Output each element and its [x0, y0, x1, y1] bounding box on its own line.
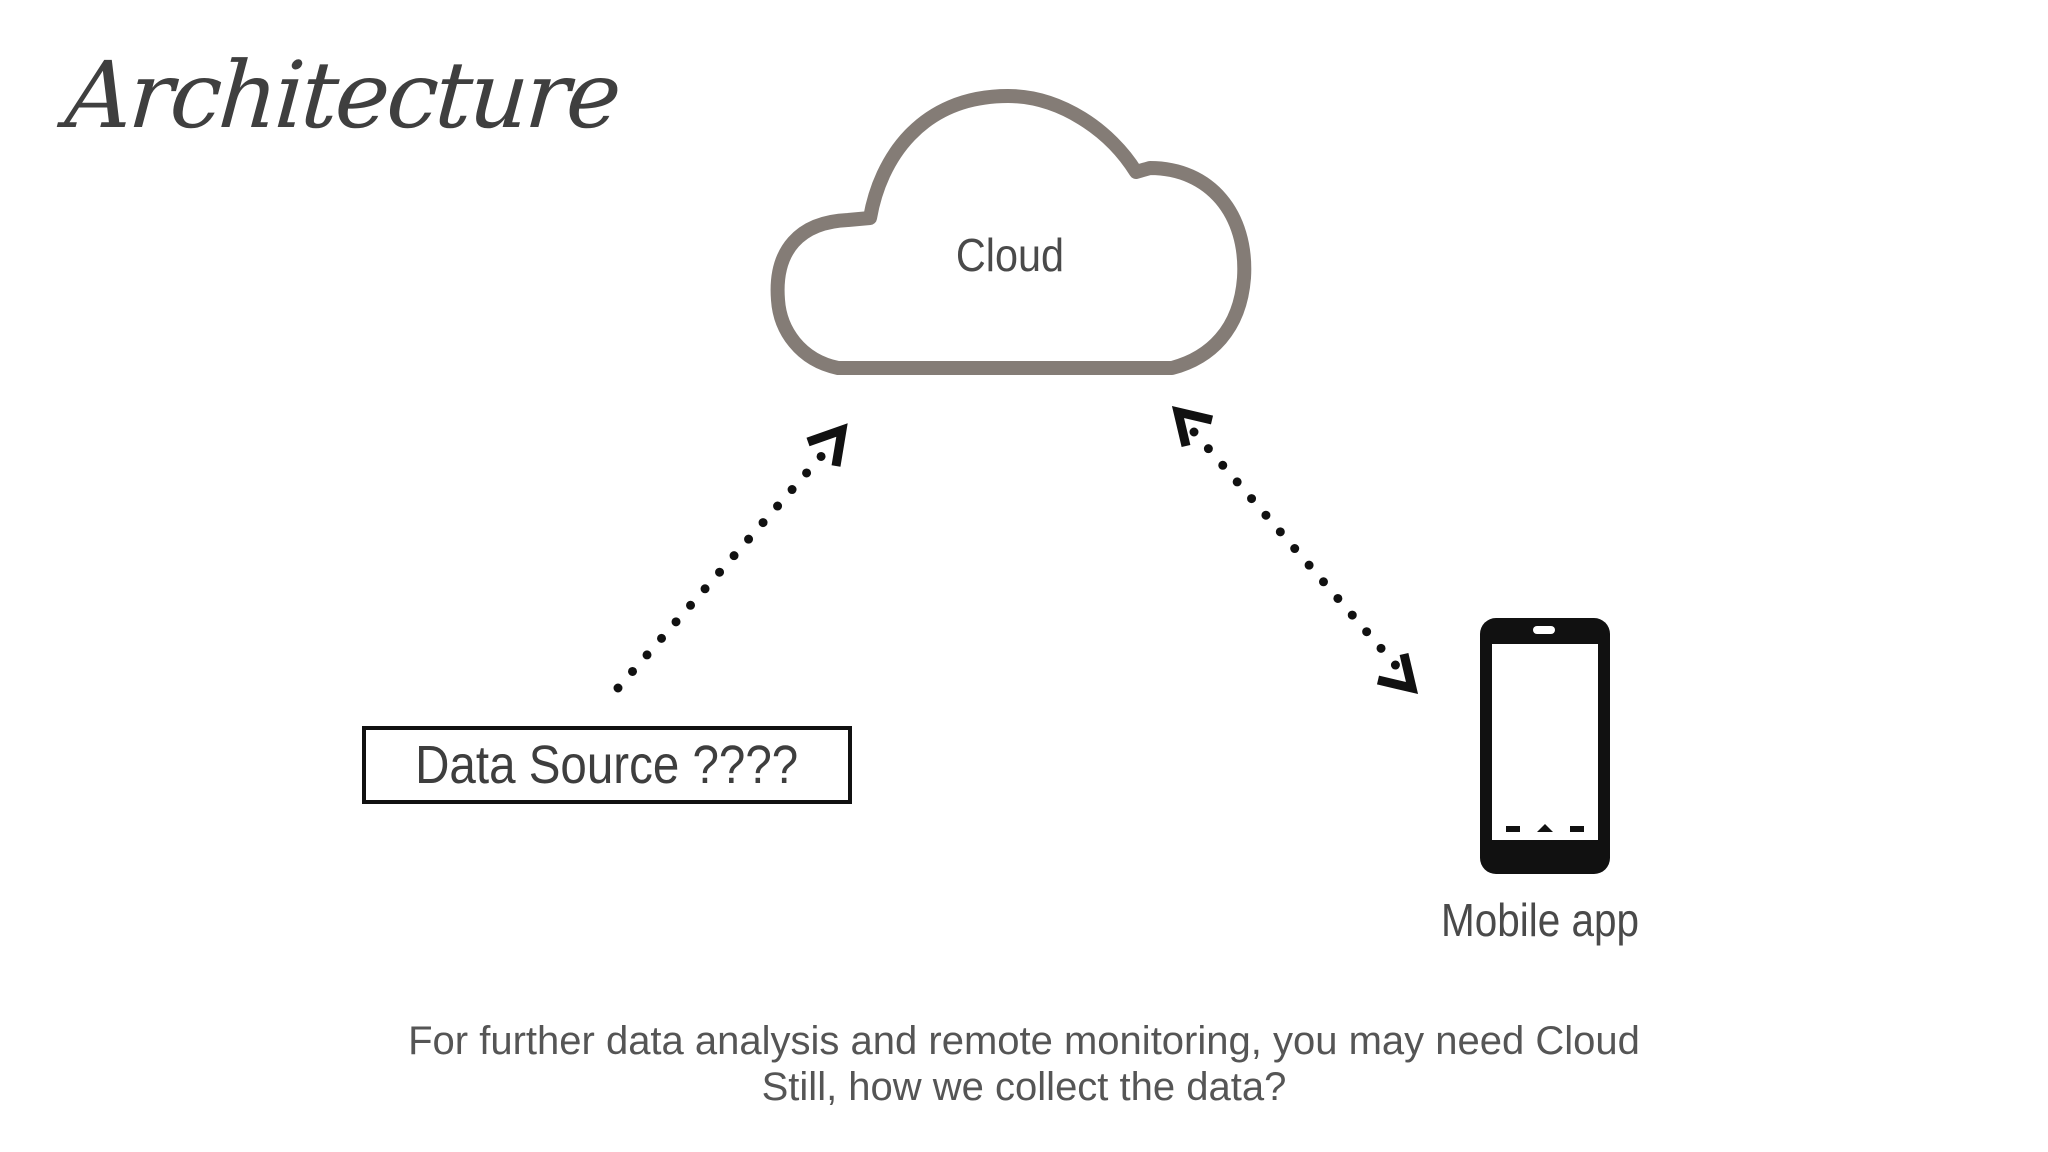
cloud-label: Cloud — [955, 229, 1065, 281]
slide-caption: For further data analysis and remote mon… — [224, 1018, 1824, 1110]
mobile-phone-icon — [1480, 618, 1610, 874]
data-source-box: Data Source ???? — [362, 726, 852, 804]
data-source-label: Data Source ???? — [415, 735, 799, 795]
data-source-to-cloud-arrow — [613, 423, 848, 693]
mobile-app-label: Mobile app — [1440, 894, 1640, 946]
cloud-mobile-bidirectional-arrow — [1171, 405, 1419, 695]
caption-line-2: Still, how we collect the data? — [761, 1065, 1287, 1109]
caption-line-1: For further data analysis and remote mon… — [408, 1019, 1640, 1063]
cloud-icon — [770, 89, 1252, 375]
